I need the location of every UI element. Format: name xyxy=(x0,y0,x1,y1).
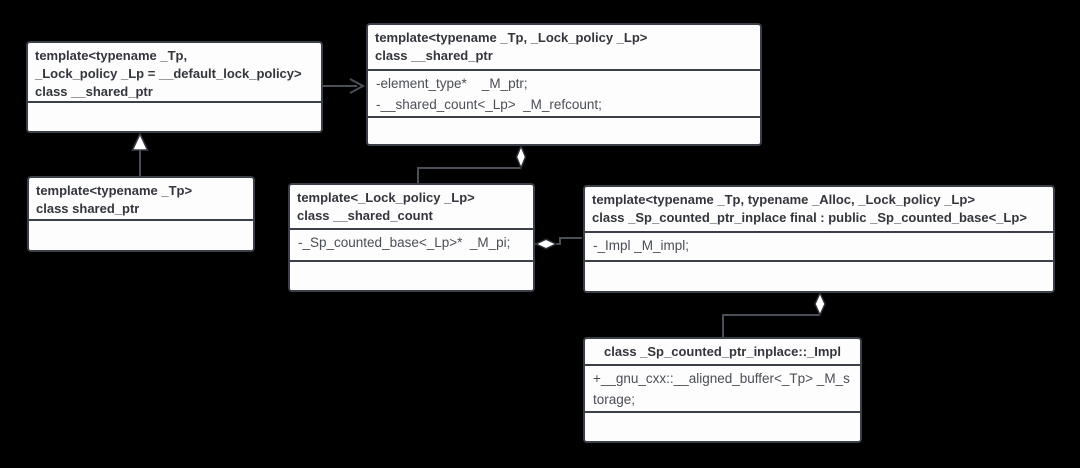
class-title: template<_Lock_policy _Lp> class __share… xyxy=(290,185,533,230)
class-member: -_Impl _M_impl; xyxy=(593,238,690,253)
class-member: -__shared_count<_Lp> _M_refcount; xyxy=(376,97,602,112)
class-box-shared-ptr-specialization: template<typename _Tp, _Lock_policy _Lp>… xyxy=(366,23,762,146)
class-title: template<typename _Tp> class shared_ptr xyxy=(29,178,253,221)
class-empty-compartment xyxy=(585,413,860,441)
class-empty-compartment xyxy=(28,103,321,131)
class-box-shared-ptr: template<typename _Tp> class shared_ptr xyxy=(27,176,255,252)
inheritance-arrow xyxy=(131,132,149,176)
composition-link-impl xyxy=(722,291,826,337)
open-arrowhead-icon xyxy=(349,78,366,94)
composition-diamond-icon xyxy=(515,144,527,170)
class-box-sp-counted-ptr-inplace: template<typename _Tp, typename _Alloc, … xyxy=(583,185,1055,293)
class-members: -element_type* _M_ptr; -__shared_count<_… xyxy=(368,71,760,118)
class-box-impl: class _Sp_counted_ptr_inplace::_Impl +__… xyxy=(583,337,862,443)
class-title: template<typename _Tp, _Lock_policy _Lp … xyxy=(28,43,321,103)
association-arrow xyxy=(323,78,366,94)
class-empty-compartment xyxy=(368,118,760,144)
class-box-shared-ptr-primary: template<typename _Tp, _Lock_policy _Lp … xyxy=(26,41,323,133)
composition-link-shared-count xyxy=(417,144,527,183)
class-member: -_Sp_counted_base<_Lp>* _M_pi; xyxy=(298,235,511,250)
class-title: template<typename _Tp, typename _Alloc, … xyxy=(585,187,1053,233)
class-member: +__gnu_cxx::__aligned_buffer<_Tp> _M_sto… xyxy=(593,371,850,407)
composition-diamond-icon xyxy=(814,291,826,317)
class-members: -_Sp_counted_base<_Lp>* _M_pi; xyxy=(290,230,533,262)
class-empty-compartment xyxy=(29,221,253,250)
class-empty-compartment xyxy=(290,262,533,290)
class-empty-compartment xyxy=(585,262,1053,291)
composition-diamond-icon xyxy=(534,238,558,250)
class-members: -_Impl _M_impl; xyxy=(585,233,1053,262)
class-members: +__gnu_cxx::__aligned_buffer<_Tp> _M_sto… xyxy=(585,366,860,413)
class-title: template<typename _Tp, _Lock_policy _Lp>… xyxy=(368,25,760,71)
composition-link-sp-counted-base xyxy=(534,237,582,250)
hollow-triangle-icon xyxy=(131,132,149,151)
class-member: -element_type* _M_ptr; xyxy=(376,76,528,91)
class-box-shared-count: template<_Lock_policy _Lp> class __share… xyxy=(288,183,535,292)
class-title: class _Sp_counted_ptr_inplace::_Impl xyxy=(585,339,860,366)
